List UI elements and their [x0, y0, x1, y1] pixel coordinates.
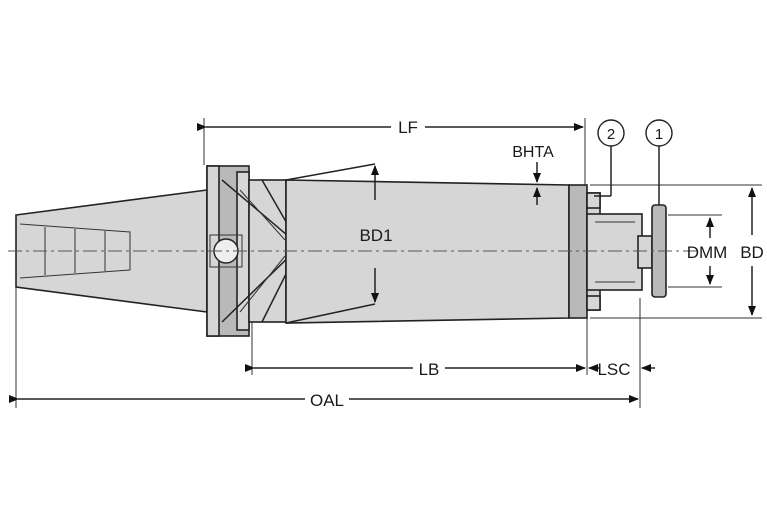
- lock-screw-shank: [637, 235, 653, 269]
- lf-label: LF: [398, 118, 418, 137]
- callout-1-number: 1: [655, 126, 663, 143]
- set-screw-bottom: [586, 295, 601, 311]
- lsc-label: LSC: [597, 360, 630, 379]
- lb-label-bg: [413, 358, 445, 378]
- oal-label-bg: [305, 389, 349, 409]
- dmm-label: DMM: [687, 243, 728, 262]
- callout-2-number: 2: [607, 126, 615, 143]
- pilot-thread-lines: [595, 221, 635, 283]
- taper-bore: [19, 223, 131, 279]
- bd-label: BD: [740, 243, 764, 262]
- internal-cone-hatch: [239, 189, 286, 313]
- oal-label: OAL: [310, 391, 344, 410]
- arbor-pilot: [586, 213, 643, 291]
- lf-label-bg: [391, 116, 425, 136]
- bhta-reference-line: [285, 163, 376, 181]
- bd1-label: BD1: [359, 226, 392, 245]
- lb-label: LB: [419, 360, 440, 379]
- bd1-reference-line: [285, 303, 376, 324]
- bhta-label: BHTA: [512, 144, 554, 161]
